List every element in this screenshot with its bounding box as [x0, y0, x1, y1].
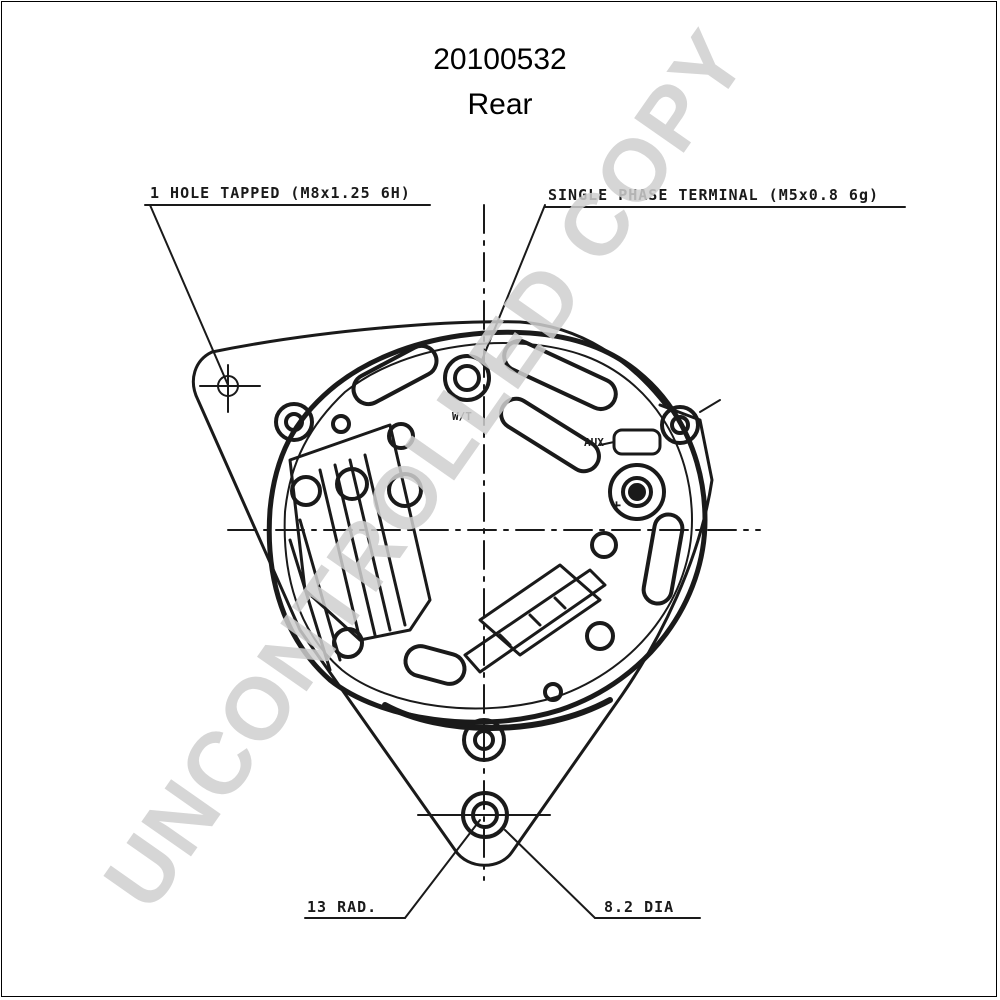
rectifier-component	[463, 563, 607, 674]
radius-note: 13 RAD.	[307, 898, 377, 916]
center-lines	[227, 204, 761, 881]
leader-lines	[144, 204, 906, 919]
fastener-holes	[274, 354, 700, 839]
watermark: UNCONTROLLED COPY	[84, 12, 765, 926]
housing-outline	[266, 329, 708, 725]
positive-terminal-label: +	[612, 496, 622, 514]
tapped-hole	[199, 364, 261, 413]
bracket-outline	[192, 350, 714, 867]
hole-tapped-note: 1 HOLE TAPPED (M8x1.25 6H)	[150, 184, 411, 202]
w-terminal-label: W/T	[452, 410, 472, 423]
aux-label: AUX	[584, 436, 604, 449]
view-label: Rear	[467, 88, 533, 121]
cooling-slots	[351, 338, 685, 686]
part-number: 20100532	[433, 43, 567, 76]
single-phase-terminal-note: SINGLE PHASE TERMINAL (M5x0.8 6g)	[548, 186, 879, 204]
aux-terminal	[612, 428, 662, 456]
diameter-note: 8.2 DIA	[604, 898, 674, 916]
regulator-fins	[288, 423, 432, 672]
